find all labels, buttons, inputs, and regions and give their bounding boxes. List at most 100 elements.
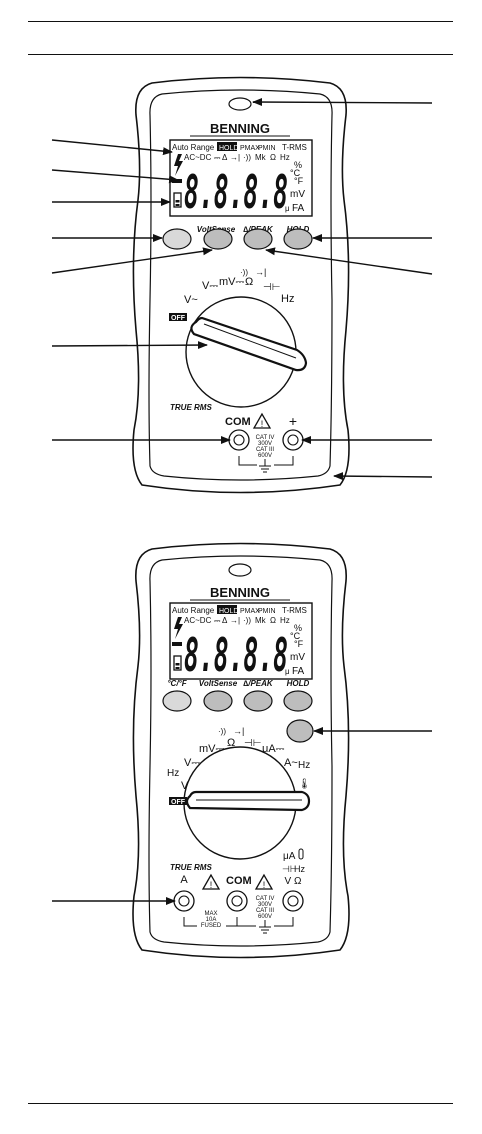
lcd2-dc-symbol: ⎓ (214, 616, 221, 625)
lcd2-unit-mu: μ (285, 667, 290, 676)
lcd2-unit-c: °C (290, 631, 301, 641)
lcd-auto-range: Auto Range (172, 143, 215, 152)
jack-top-thermo (298, 848, 304, 860)
brand-logo: BENNING (210, 121, 270, 136)
dial-vdc: V⎓ (202, 280, 218, 292)
hold-label-2: HOLD (287, 679, 310, 688)
minus-sign-2 (172, 642, 182, 646)
rating-300v: 300V (258, 441, 272, 447)
blank-button[interactable] (162, 228, 192, 250)
rating-600v: 600V (258, 453, 272, 459)
lcd-unit-f: °F (294, 176, 304, 186)
header-rule (28, 54, 453, 55)
jack-bracket (238, 456, 294, 466)
voltsense-button-2[interactable] (203, 690, 233, 712)
lcd2-delta: Δ (222, 616, 228, 625)
lcd-hz: Hz (280, 153, 290, 162)
meter-1: BENNING Auto Range HOLD PMAX PMIN T-RMS … (132, 76, 350, 494)
dial2-capacitance: ⊣⊢ (244, 738, 261, 749)
dial2-hz-right: Hz (298, 760, 310, 771)
v-jack-inner (287, 895, 299, 907)
callouts-meter-2 (52, 727, 432, 905)
lcd-unit-mv: mV (290, 189, 305, 200)
lcd-trms: T-RMS (282, 143, 307, 152)
dial-vac: V~ (184, 294, 198, 306)
high-voltage-icon (174, 154, 183, 176)
lcd2-unit-fa: FA (292, 666, 305, 677)
fuse-fused: FUSED (201, 923, 222, 929)
dial2-temp: 🌡 (298, 778, 311, 790)
lcd-display-2 (169, 602, 313, 680)
holster-outline-2 (132, 542, 350, 959)
ground-icon (259, 459, 271, 473)
jack-top-ua: μA (283, 851, 296, 862)
dial2-aac: A~ (284, 757, 298, 769)
rating2-cat3: CAT III (256, 908, 274, 914)
rating2-600v: 600V (258, 914, 272, 920)
peak-button-2[interactable] (243, 690, 273, 712)
dial-hz: Hz (281, 293, 294, 305)
lcd-display (169, 139, 313, 217)
lcd-digits: 8.8.8.8 (184, 165, 288, 219)
body-outline-2 (148, 555, 333, 947)
lcd-delta: Δ (222, 153, 228, 162)
dial2-vdc: V⎓ (184, 757, 200, 769)
lcd-dc-symbol: ⎓ (214, 153, 221, 162)
ground-icon-2 (259, 920, 271, 934)
lcd-acdc: AC~DC (184, 153, 212, 162)
lcd2-unit-f: °F (294, 639, 304, 649)
side-button[interactable] (286, 719, 314, 743)
dial-mvdc: mV⎓ (219, 276, 245, 288)
hold-button-2[interactable] (283, 690, 313, 712)
jack-bracket-2 (183, 917, 294, 927)
lcd2-ohm: Ω (270, 616, 276, 625)
bottom-rule (28, 1103, 453, 1104)
peak-label-2: ∆/PEAK (243, 679, 274, 688)
warning-mark-2a: ! (210, 880, 213, 890)
lcd-pmin: PMIN (258, 145, 276, 152)
plus-jack-inner (287, 434, 299, 446)
warning-mark-2b: ! (263, 880, 266, 890)
lcd-hold: HOLD (219, 145, 238, 152)
top-rule (28, 21, 453, 22)
body-outline (148, 89, 333, 481)
dial-continuity: ·)) (240, 268, 248, 277)
lcd2-auto-range: Auto Range (172, 606, 215, 615)
meter-2: BENNING Auto Range HOLD PMAX PMIN T-RMS … (132, 542, 350, 959)
off-label: OFF (171, 315, 186, 322)
callouts-meter-1 (51, 98, 433, 481)
led-indicator (228, 97, 252, 111)
cf-button[interactable] (162, 690, 192, 712)
voltsense-button[interactable] (203, 228, 233, 250)
fuse-10a: 10A (206, 917, 217, 923)
com-label-2: COM (226, 875, 252, 887)
fuse-max: MAX (204, 911, 217, 917)
hold-button[interactable] (283, 228, 313, 250)
warning-mark: ! (261, 419, 264, 429)
lcd2-unit-mv: mV (290, 652, 305, 663)
dial2-ohm: Ω (227, 737, 235, 749)
off-label-2: OFF (171, 799, 186, 806)
warning-icon (252, 412, 272, 429)
dial2-hz-left: Hz (167, 768, 179, 779)
lcd-ohm: Ω (270, 153, 276, 162)
dial-diode: →| (255, 267, 266, 277)
a-label: A (180, 874, 188, 886)
voltsense-label-2: VoltSense (199, 679, 238, 688)
v-ohm-label: V Ω (285, 876, 302, 887)
lcd-unit-percent: % (294, 160, 302, 170)
dial2-continuity: ·)) (218, 727, 226, 736)
led-indicator-2 (228, 563, 252, 577)
jack-top-hz: Hz (294, 864, 305, 874)
lcd2-acdc: AC~DC (184, 616, 212, 625)
holster-outline (132, 76, 350, 494)
rotary-knob-2[interactable] (185, 790, 311, 812)
high-voltage-icon-2 (174, 617, 183, 639)
peak-button[interactable] (243, 228, 273, 250)
rotary-knob[interactable] (190, 316, 308, 372)
lcd2-pmin: PMIN (258, 608, 276, 615)
lcd2-mk: Mk (255, 616, 267, 625)
lcd-mk: Mk (255, 153, 267, 162)
a-jack-inner (178, 895, 190, 907)
